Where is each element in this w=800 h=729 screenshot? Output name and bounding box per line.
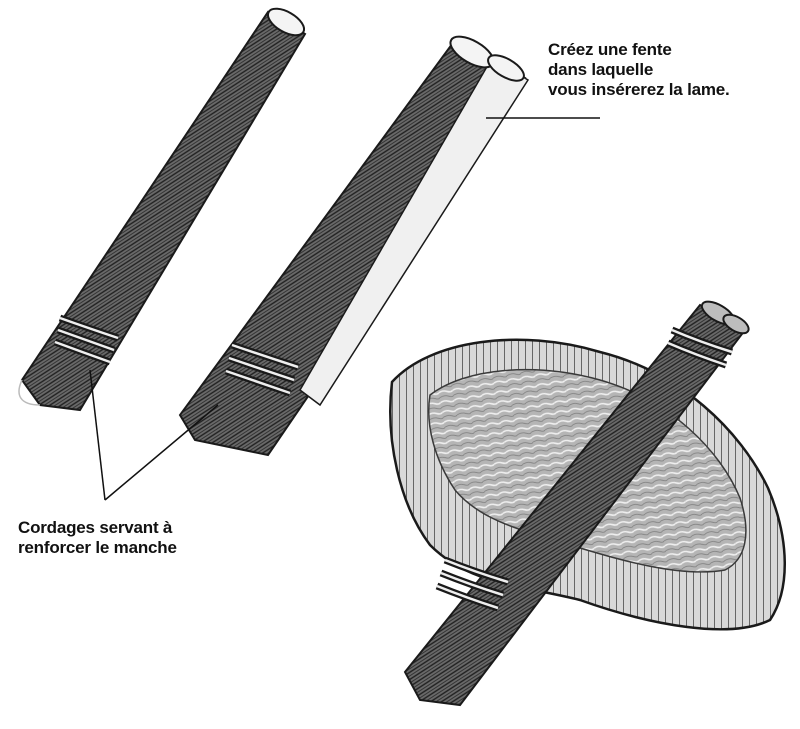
annotation-cordage-line-1: Cordages servant à — [18, 518, 177, 538]
annotation-cordage-line-2: renforcer le manche — [18, 538, 177, 558]
leader-line-cordage-2 — [105, 405, 218, 500]
annotation-slit-line-3: vous insérerez la lame. — [548, 80, 730, 100]
annotation-slit-line-2: dans laquelle — [548, 60, 730, 80]
annotation-cordage: Cordages servant à renforcer le manche — [18, 518, 177, 558]
leader-line-cordage-1 — [90, 370, 105, 500]
annotation-slit: Créez une fente dans laquelle vous insér… — [548, 40, 730, 100]
annotation-slit-line-1: Créez une fente — [548, 40, 730, 60]
